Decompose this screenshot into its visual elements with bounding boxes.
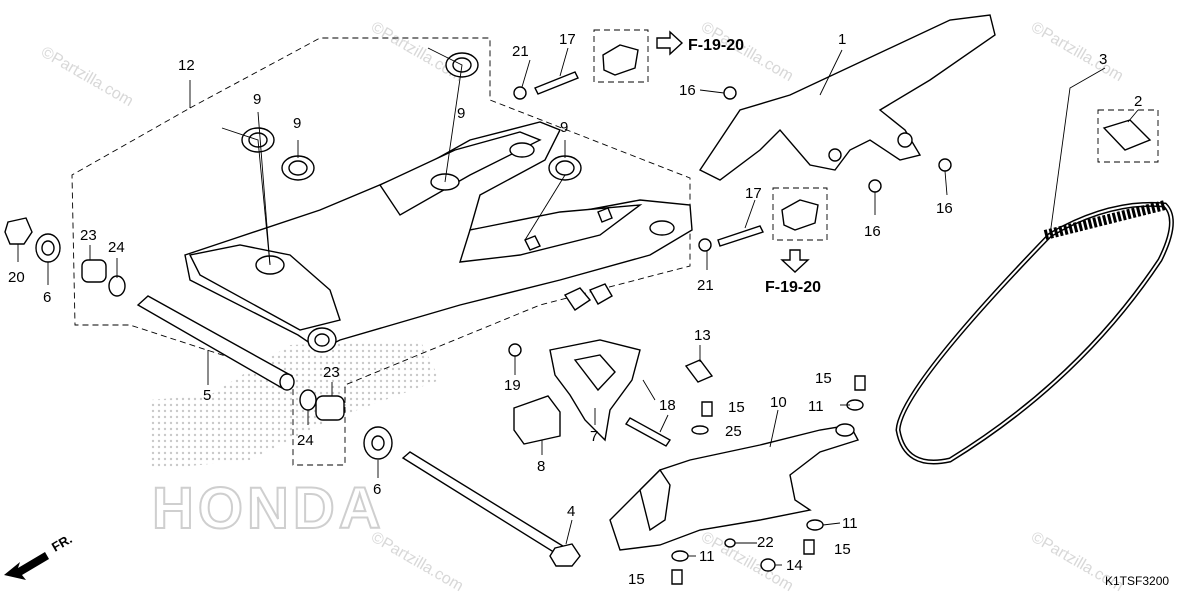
callout-12: 12 [178,57,195,74]
callout-15: 15 [815,370,832,387]
reference-label-top: F-19-20 [688,37,744,54]
callout-5: 5 [203,387,211,404]
callout-24: 24 [108,239,125,256]
callout-3: 3 [1099,51,1107,68]
chain-case [609,423,860,551]
front-marker: FR. [49,531,75,554]
callout-21: 21 [697,277,714,294]
callout-20: 20 [8,269,25,286]
callout-23: 23 [80,227,97,244]
callout-24: 24 [297,432,314,449]
arrow-down-icon [780,249,810,273]
callout-16: 16 [864,223,881,240]
callout-22: 22 [757,534,774,551]
drive-chain [895,109,1174,465]
callout-1: 1 [838,31,846,48]
swingarm-group-outline [71,37,691,466]
watermark-text: ©Partzilla.com [38,44,136,110]
callout-21: 21 [512,43,529,60]
honda-logo-text: HONDA [152,476,385,541]
drive-chain-cover [698,14,996,181]
callout-4: 4 [567,503,575,520]
callout-2: 2 [1134,93,1142,110]
upper-hardware [513,71,952,252]
callout-9: 9 [293,115,301,132]
leader-lines [17,47,1139,566]
callout-6: 6 [373,481,381,498]
callout-23: 23 [323,364,340,381]
callout-13: 13 [694,327,711,344]
diagram-code: K1TSF3200 [1105,574,1169,588]
front-arrow-icon [4,552,49,580]
callout-16: 16 [679,82,696,99]
reference-plates [593,29,828,241]
chain-guide-group [508,339,714,447]
swingarm [184,121,693,353]
reference-label-mid: F-19-20 [765,279,821,296]
pivot-parts [4,217,393,460]
fasteners [671,375,866,585]
callout-17: 17 [559,31,576,48]
watermark-text: ©Partzilla.com [1028,19,1126,85]
callout-7: 7 [590,428,598,445]
callout-9: 9 [457,105,465,122]
callout-17: 17 [745,185,762,202]
callout-14: 14 [786,557,803,574]
callout-15: 15 [728,399,745,416]
pivot-bolt [401,451,581,567]
callout-11: 11 [699,548,715,565]
callout-numbers: 1 2 3 4 5 6 6 7 8 9 9 9 9 10 11 11 11 12… [8,31,1142,588]
callout-6: 6 [43,289,51,306]
watermark-text: ©Partzilla.com [368,19,466,85]
callout-10: 10 [770,394,787,411]
callout-9: 9 [560,119,568,136]
callout-25: 25 [725,423,742,440]
callout-15: 15 [834,541,851,558]
arrow-right-icon [656,30,684,56]
callout-15: 15 [628,571,645,588]
callout-19: 19 [504,377,521,394]
honda-logo: HONDA [150,340,440,542]
callout-16: 16 [936,200,953,217]
callout-11: 11 [842,515,858,532]
callout-8: 8 [537,458,545,475]
callout-11: 11 [808,398,824,415]
callout-18: 18 [659,397,676,414]
callout-9: 9 [253,91,261,108]
